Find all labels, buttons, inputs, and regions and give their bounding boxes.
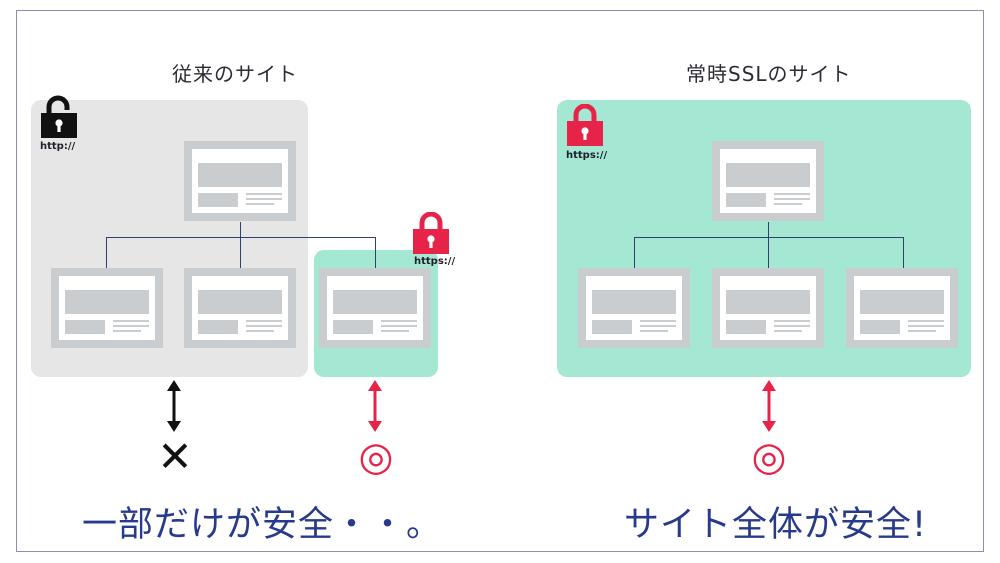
connector-line xyxy=(768,237,769,268)
red-double-arrow-icon xyxy=(762,380,776,432)
locked-padlock-icon xyxy=(413,212,449,254)
page-thumbnail xyxy=(712,268,824,348)
connector-line xyxy=(106,237,107,268)
double-circle-icon: ◎ xyxy=(358,434,394,480)
connector-line xyxy=(634,237,904,238)
page-thumbnail xyxy=(184,268,296,348)
page-thumbnail xyxy=(184,141,296,221)
page-thumbnail xyxy=(319,268,431,348)
page-thumbnail xyxy=(712,141,824,221)
locked-padlock-icon xyxy=(567,104,603,146)
page-thumbnail xyxy=(846,268,958,348)
double-circle-icon: ◎ xyxy=(751,434,787,480)
https-label: https:// xyxy=(414,256,456,267)
page-thumbnail xyxy=(51,268,163,348)
https-label: https:// xyxy=(566,150,608,161)
connector-line xyxy=(240,237,241,268)
connector-line xyxy=(634,237,635,268)
black-double-arrow-icon xyxy=(167,380,181,432)
diagram-frame xyxy=(16,10,984,552)
connector-line xyxy=(903,237,904,268)
connector-line xyxy=(240,222,241,238)
left-caption: 一部だけが安全・・。 xyxy=(82,505,443,545)
cross-mark-icon: ✕ xyxy=(157,432,193,481)
red-double-arrow-icon xyxy=(368,380,382,432)
right-heading: 常時SSLのサイト xyxy=(686,62,852,86)
connector-line xyxy=(106,237,376,238)
left-heading: 従来のサイト xyxy=(172,62,298,86)
right-caption: サイト全体が安全! xyxy=(624,505,928,545)
unlocked-padlock-icon xyxy=(41,95,77,138)
connector-line xyxy=(768,222,769,238)
http-label: http:// xyxy=(40,141,76,152)
connector-line xyxy=(375,237,376,268)
page-thumbnail xyxy=(578,268,690,348)
